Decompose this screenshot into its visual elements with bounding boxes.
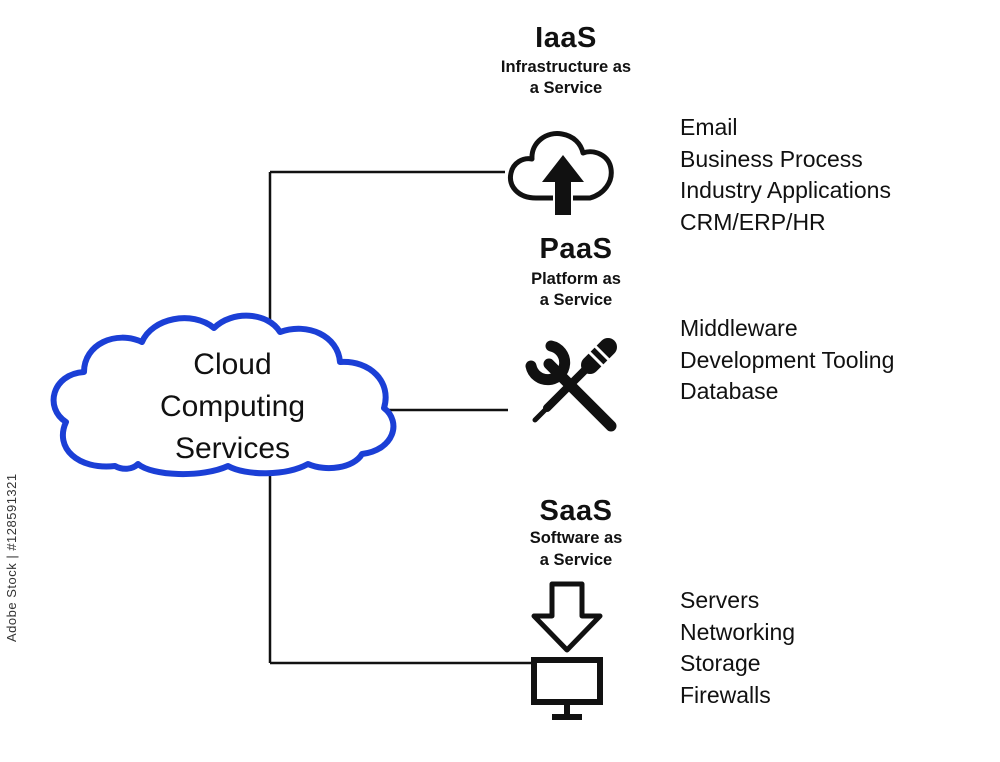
iaas-acronym: IaaS <box>535 22 597 54</box>
service-item: Business Process <box>680 145 863 172</box>
cloud-label-line-1: Cloud <box>193 348 272 381</box>
cloud-label: Cloud Computing Services <box>75 344 390 470</box>
saas-subtitle-line-1: Software as <box>529 529 623 547</box>
screwdriver-shaft <box>543 363 592 412</box>
upload-arrow-fill <box>542 155 584 215</box>
saas-items: Servers Networking Storage Firewalls <box>680 585 795 711</box>
service-item: Networking <box>680 618 796 645</box>
paas-subtitle-line-2: a Service <box>539 291 613 309</box>
iaas-items: Email Business Process Industry Applicat… <box>680 112 891 238</box>
monitor-screen <box>531 657 603 705</box>
cloud-label-line-3: Services <box>174 432 291 465</box>
service-item: Firewalls <box>680 681 771 708</box>
service-item: Database <box>680 378 779 404</box>
iaas-subtitle-line-1: Infrastructure as <box>500 58 632 76</box>
tools-icon <box>525 338 617 432</box>
cloud-shape <box>50 312 397 477</box>
paas-subtitle-line-1: Platform as <box>531 270 621 288</box>
cloud-outline <box>50 312 397 477</box>
paas-acronym: PaaS <box>539 233 613 265</box>
cloud-label-line-2: Computing <box>159 390 306 423</box>
wrench-handle <box>543 358 617 432</box>
download-arrow <box>531 581 603 653</box>
download-to-monitor-icon <box>531 581 603 720</box>
iaas-subtitle-line-2: a Service <box>529 79 603 97</box>
service-item: Development Tooling <box>680 346 895 373</box>
service-item: Industry Applications <box>680 177 891 203</box>
paas-items: Middleware Development Tooling Database <box>680 313 894 408</box>
screwdriver-handle-ridge <box>593 344 611 362</box>
screwdriver-tip <box>532 405 550 423</box>
service-item: Email <box>680 114 738 140</box>
service-item: Storage <box>680 650 761 676</box>
service-item: CRM/ERP/HR <box>680 208 826 235</box>
screwdriver-handle-ridge <box>587 350 605 368</box>
saas-acronym: SaaS <box>539 495 613 527</box>
cloud-upload-icon <box>507 131 614 219</box>
saas-subtitle-line-2: a Service <box>539 551 613 569</box>
service-item: Middleware <box>680 315 798 341</box>
service-item: Servers <box>680 587 760 613</box>
screwdriver-handle <box>581 338 617 374</box>
watermark-text: Adobe Stock | #128591321 <box>4 473 19 642</box>
